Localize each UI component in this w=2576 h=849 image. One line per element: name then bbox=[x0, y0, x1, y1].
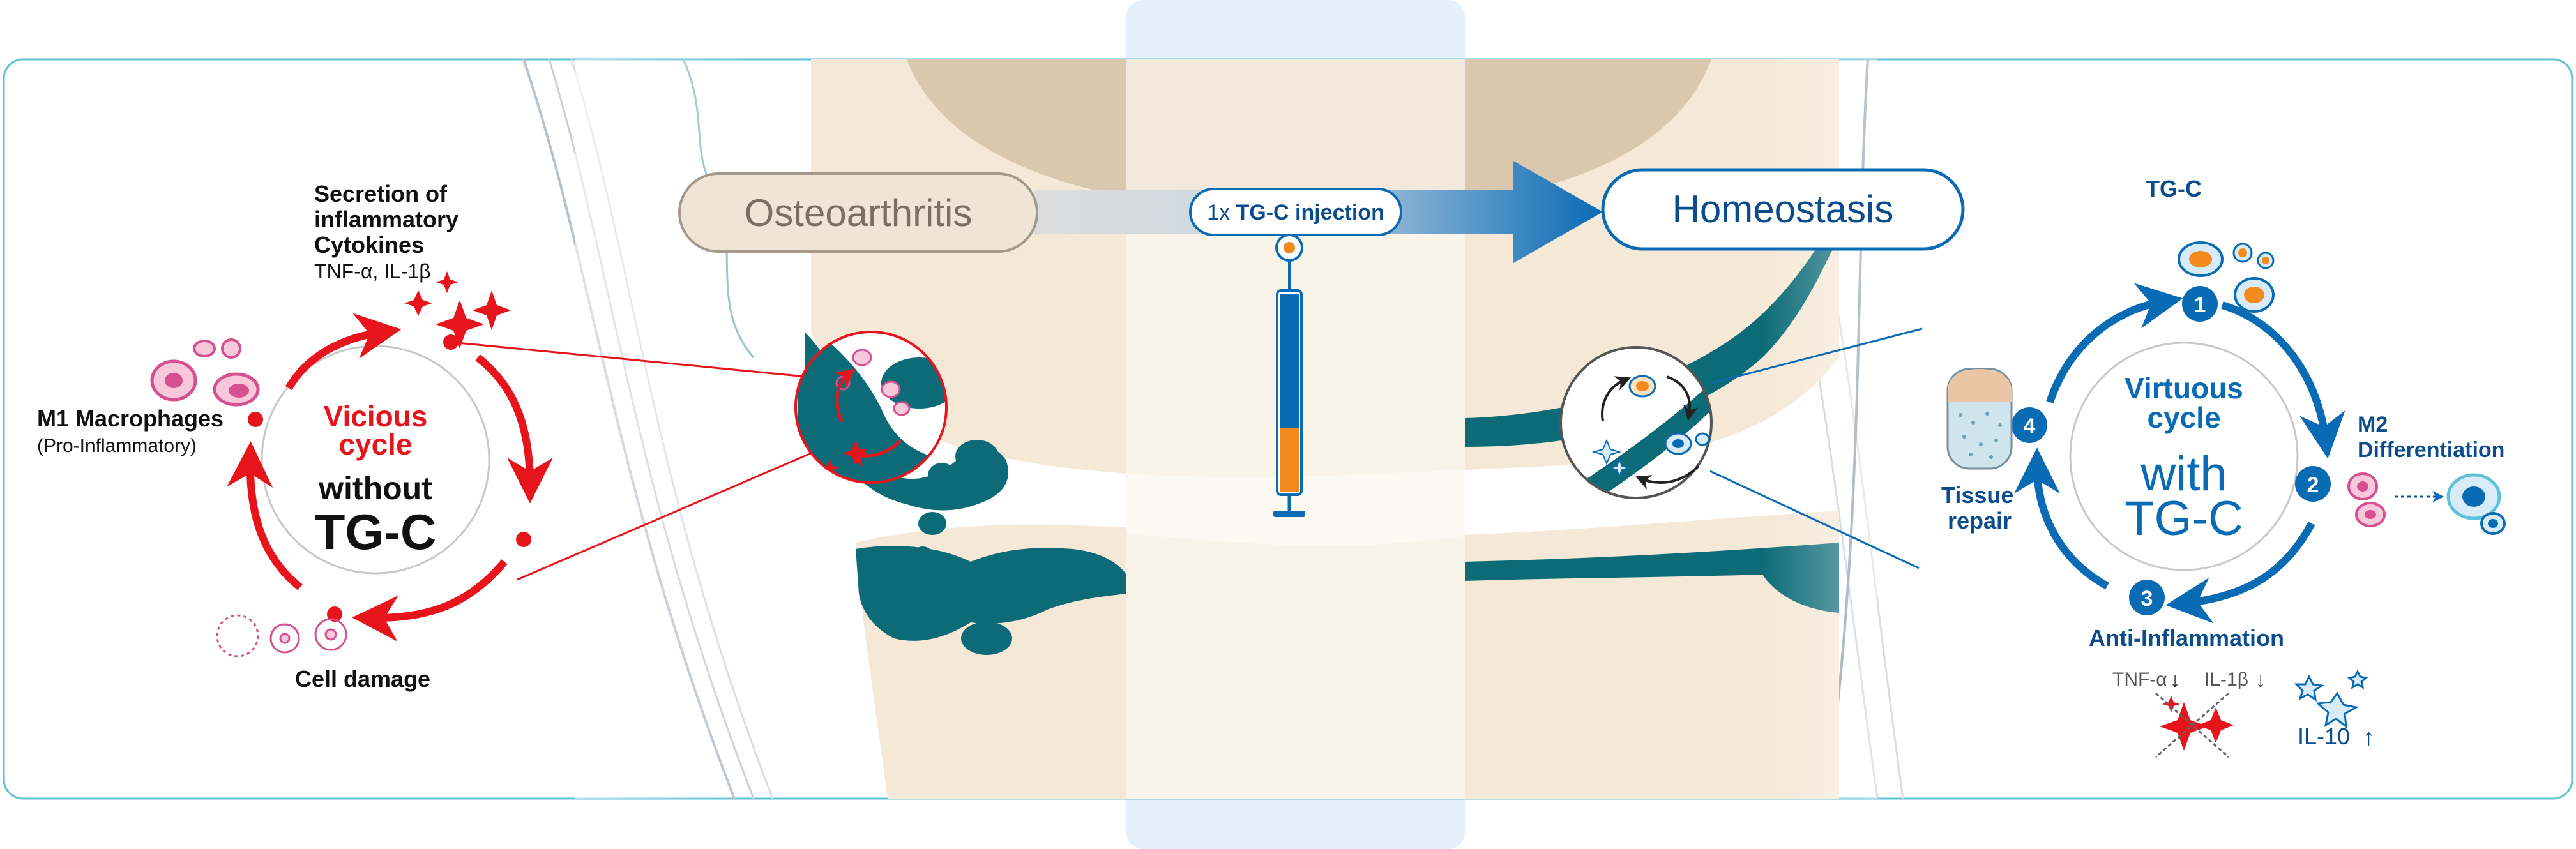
homeostasis-label: Homeostasis bbox=[1672, 188, 1894, 230]
step-1-number: 1 bbox=[2194, 293, 2206, 317]
injection-label: 1x TG-C injection bbox=[1207, 200, 1384, 225]
homeostasis-pill: Homeostasis bbox=[1601, 168, 1965, 251]
virtuous-label-line1: Virtuous bbox=[2125, 372, 2243, 405]
cell-damage-label: Cell damage bbox=[295, 666, 430, 692]
suppressed-cytokine-icons bbox=[2155, 692, 2234, 758]
virtuous-label-line2: cycle bbox=[2147, 401, 2220, 434]
step-4-badge bbox=[2012, 407, 2047, 443]
osteoarthritis-pill: Osteoarthritis bbox=[678, 172, 1038, 253]
tgc-present-label: TG-C bbox=[2125, 492, 2243, 546]
secretion-line2: inflammatory bbox=[314, 206, 458, 232]
m1-title: M1 Macrophages bbox=[37, 405, 224, 432]
vicious-label-line1: Vicious bbox=[324, 400, 428, 433]
virtuous-cycle-circle bbox=[2069, 342, 2299, 571]
m2-line1: M2 bbox=[2358, 412, 2388, 437]
secretion-line1: Secretion of bbox=[314, 181, 448, 207]
step-4-number: 4 bbox=[2024, 414, 2036, 439]
left-zoom-detail bbox=[794, 331, 948, 484]
il10-label: IL-10 bbox=[2298, 723, 2350, 749]
step-2-number: 2 bbox=[2307, 473, 2319, 497]
secretion-sub: TNF-α, IL-1β bbox=[314, 260, 431, 283]
tnf-down-arrow: ↓ bbox=[2170, 668, 2180, 691]
il10-up-arrow: ↑ bbox=[2363, 725, 2375, 751]
il1b-down-arrow: ↓ bbox=[2255, 668, 2266, 691]
anti-inflammation-label: Anti-Inflammation bbox=[2089, 625, 2284, 651]
m2-differentiation-icons bbox=[2347, 472, 2506, 535]
tissue-line2: repair bbox=[1948, 507, 2012, 534]
tnf-label: TNF-α bbox=[2112, 669, 2167, 690]
cytokine-star-icons bbox=[404, 271, 511, 349]
tgc-cell-icons bbox=[2178, 241, 2275, 313]
vicious-cycle: Vicious cycle without TG-C Secretion of … bbox=[37, 181, 812, 692]
il1b-label: IL-1β bbox=[2204, 669, 2248, 690]
step-3-number: 3 bbox=[2141, 587, 2153, 611]
tgc-top-label: TG-C bbox=[2146, 176, 2202, 202]
tgc-absent-label: TG-C bbox=[315, 504, 437, 560]
step-3-badge bbox=[2129, 580, 2165, 615]
m1-sub: (Pro-Inflammatory) bbox=[37, 435, 197, 456]
damaged-cell-icons bbox=[216, 614, 347, 657]
il10-cytokine-icons bbox=[2294, 669, 2368, 729]
with-label: with bbox=[2140, 447, 2227, 501]
tissue-line1: Tissue bbox=[1941, 482, 2013, 508]
m2-line2: Differentiation bbox=[2358, 438, 2504, 462]
right-zoom-detail bbox=[1559, 327, 1923, 569]
secretion-line3: Cytokines bbox=[314, 232, 424, 258]
step-1-badge bbox=[2182, 286, 2218, 322]
injection-pill: 1x TG-C injection bbox=[1189, 188, 1402, 236]
virtuous-cycle: 1 2 3 4 Virtuous cycle with TG-C TG-C M2… bbox=[1941, 176, 2506, 758]
step-2-badge bbox=[2295, 466, 2331, 502]
vicious-label-line2: cycle bbox=[338, 428, 412, 461]
syringe-icon bbox=[1273, 234, 1305, 517]
osteoarthritis-label: Osteoarthritis bbox=[745, 192, 973, 234]
m1-macrophage-icons bbox=[150, 338, 260, 407]
without-label: without bbox=[318, 470, 432, 506]
tissue-repair-icon bbox=[1946, 368, 2013, 470]
